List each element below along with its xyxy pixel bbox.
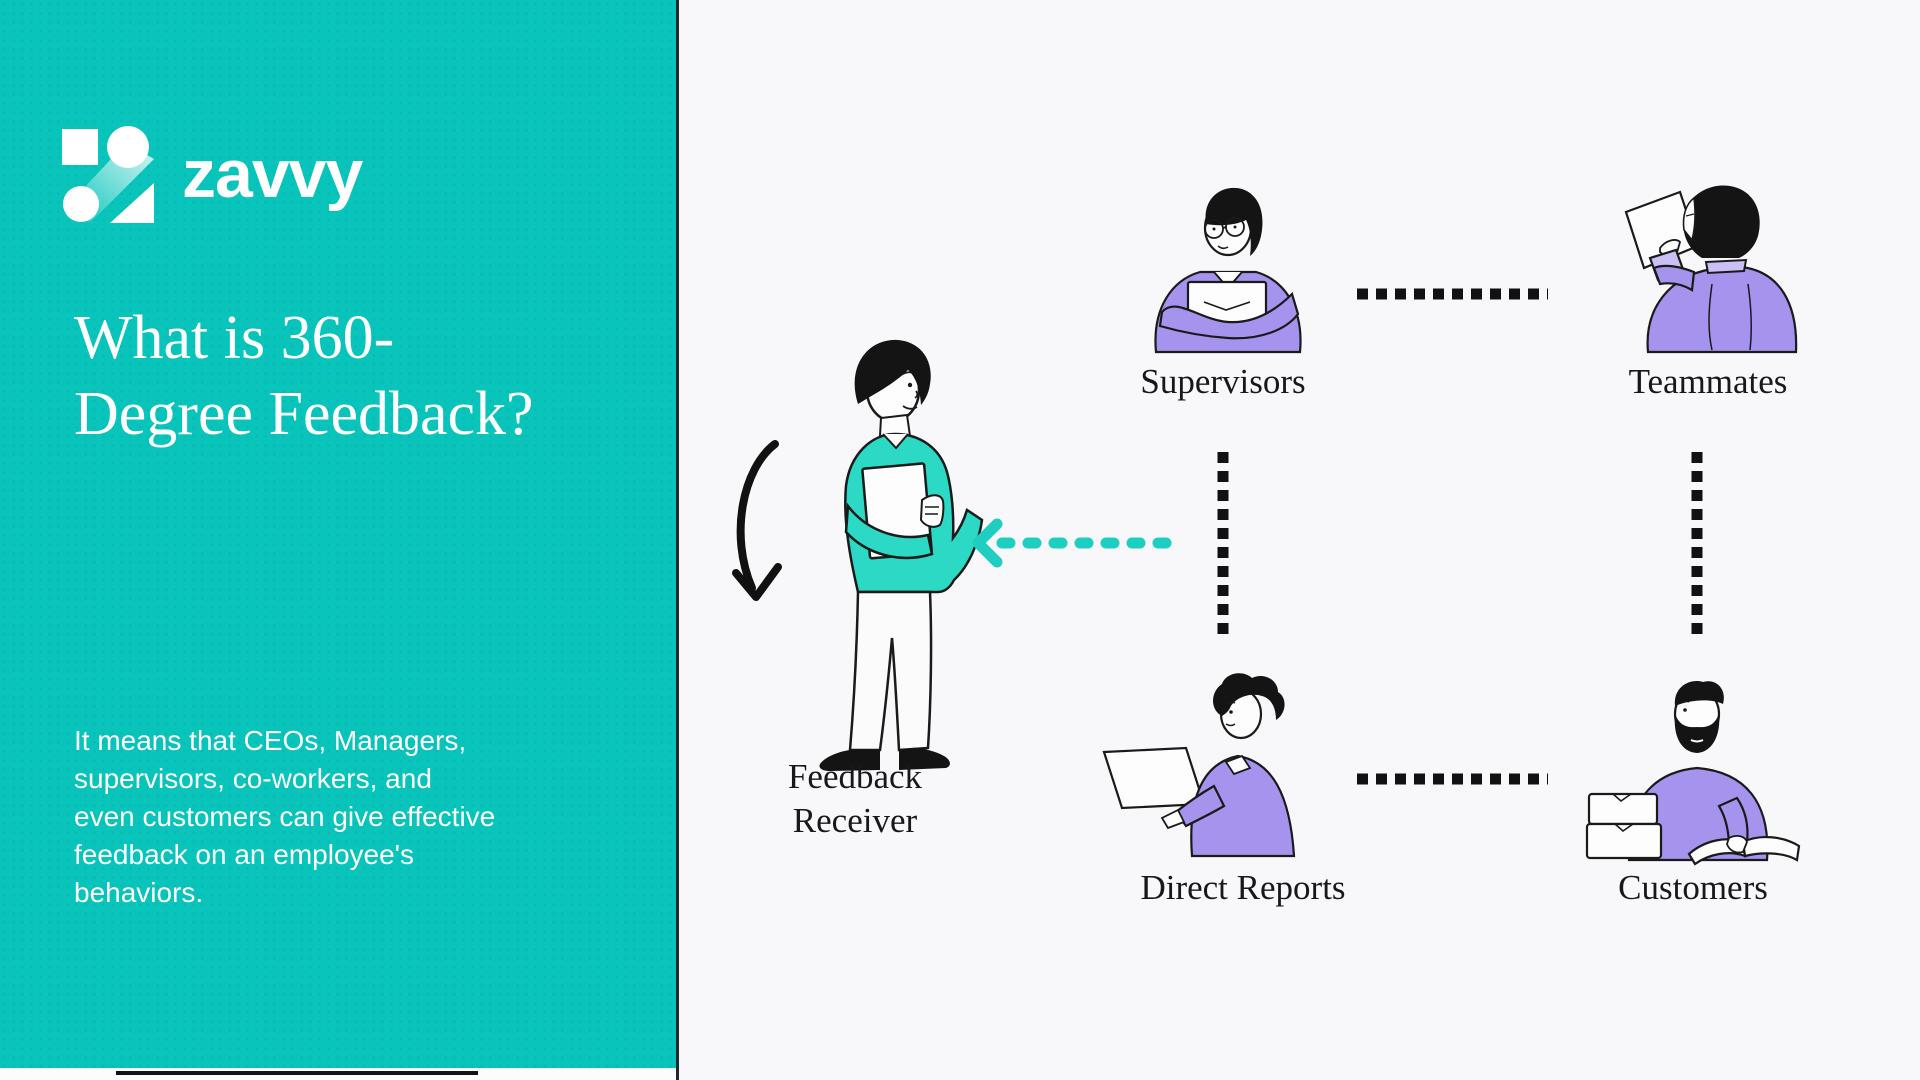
direct-reports-illustration: [1098, 672, 1298, 858]
teammates-illustration: [1620, 172, 1800, 354]
brand-lockup: zavvy: [62, 125, 363, 223]
customers-hair: [1674, 681, 1724, 706]
feedback-receiver-illustration: [786, 330, 996, 778]
receiver-pants: [848, 590, 933, 752]
page-title: What is 360- Degree Feedback?: [74, 304, 534, 448]
left-panel: zavvy What is 360- Degree Feedback? It m…: [0, 0, 676, 1080]
feedback-flow-arrow: [972, 518, 1176, 568]
zavvy-logo-icon: [62, 126, 154, 223]
customers-illustration: [1585, 678, 1810, 866]
direct-reports-hair: [1213, 673, 1285, 720]
customers-box-top: [1587, 792, 1659, 826]
label-customers: Customers: [1618, 868, 1768, 907]
supervisors-hair: [1205, 187, 1263, 256]
label-supervisors: Supervisors: [1140, 362, 1306, 401]
direct-reports-laptop: [1102, 746, 1206, 810]
label-direct-reports: Direct Reports: [1140, 868, 1346, 907]
logo-triangle: [110, 183, 154, 223]
supervisors-crossed-arms: [1158, 291, 1300, 340]
receiver-shoe-right: [899, 747, 950, 770]
receiver-curved-arrow: [732, 440, 782, 601]
supervisors-illustration: [1148, 180, 1308, 354]
label-teammates: Teammates: [1628, 362, 1788, 401]
receiver-hair: [854, 339, 931, 405]
label-feedback-receiver: Feedback Receiver: [787, 757, 923, 840]
brand-wordmark: zavvy: [182, 136, 363, 212]
receiver-shoe-left: [819, 750, 880, 771]
logo-bottom-circle: [63, 186, 99, 222]
supervisors-glasses: [1204, 219, 1224, 239]
customers-box-bottom: [1585, 822, 1663, 860]
logo-top-circle: [107, 126, 149, 168]
logo-square: [62, 129, 98, 165]
teammates-hair: [1683, 185, 1760, 258]
panel-divider-line: [676, 0, 679, 1080]
page-description: It means that CEOs, Managers, supervisor…: [74, 725, 496, 908]
bottom-edge-line: [116, 1071, 478, 1075]
teammates-face-profile: [1682, 196, 1696, 242]
customers-beard: [1674, 714, 1720, 753]
